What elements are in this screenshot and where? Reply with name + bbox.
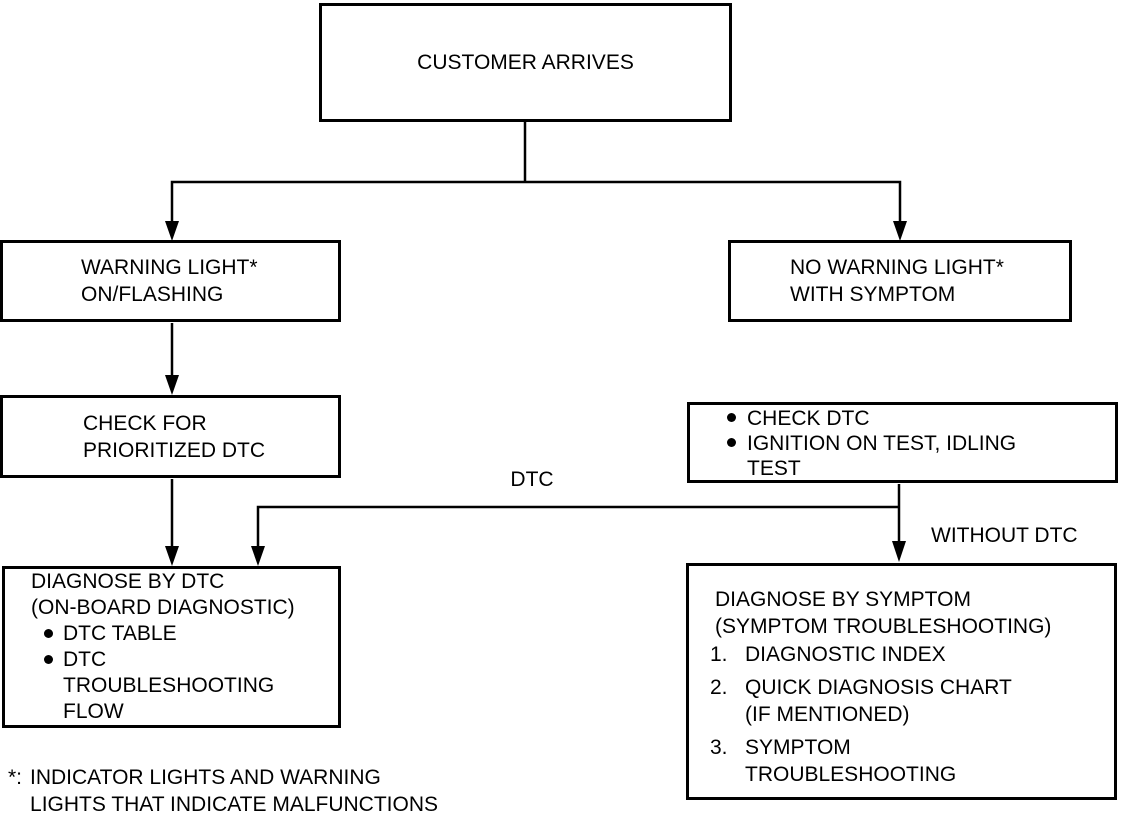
arrowhead-to-diagnose-dtc-left	[165, 546, 179, 566]
list-item: DTC TABLE	[44, 621, 334, 647]
list-item-number: 3.	[710, 736, 728, 759]
list-item: IGNITION ON TEST, IDLING TEST	[727, 431, 1109, 481]
arrowhead-to-diagnose-symptom	[892, 541, 906, 562]
node-warning-light-label: WARNING LIGHT* ON/FLASHING	[81, 256, 258, 306]
list-item-text: QUICK DIAGNOSIS CHART (IF MENTIONED)	[745, 676, 1012, 726]
list-item-text: DTC TABLE	[63, 622, 177, 645]
arrowhead-to-check-prioritized	[165, 375, 179, 395]
edge-label-without-dtc: WITHOUT DTC	[931, 524, 1078, 547]
edge-branch-split	[170, 180, 902, 224]
list-item: 1. DIAGNOSTIC INDEX	[710, 641, 1106, 668]
node-diagnose-by-symptom-title: DIAGNOSE BY SYMPTOM (SYMPTOM TROUBLESHOO…	[715, 588, 1052, 638]
edge-label-dtc: DTC	[510, 468, 554, 491]
node-check-dtc-tests: CHECK DTC IGNITION ON TEST, IDLING TEST	[687, 402, 1118, 483]
list-item-text: CHECK DTC	[747, 407, 870, 430]
list-item: 2. QUICK DIAGNOSIS CHART (IF MENTIONED)	[710, 674, 1106, 728]
list-item: CHECK DTC	[727, 406, 1109, 431]
list-item: 3. SYMPTOM TROUBLESHOOTING	[710, 734, 1106, 788]
node-diagnose-by-symptom: DIAGNOSE BY SYMPTOM (SYMPTOM TROUBLESHOO…	[686, 563, 1117, 800]
arrowhead-to-no-warning-light	[893, 221, 907, 241]
node-check-prioritized-label: CHECK FOR PRIORITIZED DTC	[83, 411, 265, 462]
node-customer-arrives-label: CUSTOMER ARRIVES	[417, 51, 634, 74]
arrowhead-to-warning-light	[165, 221, 179, 241]
footnote: *: INDICATOR LIGHTS AND WARNING LIGHTS T…	[8, 764, 438, 818]
node-diagnose-by-dtc: DIAGNOSE BY DTC (ON-BOARD DIAGNOSTIC) DT…	[2, 566, 341, 728]
list-item-text: DIAGNOSTIC INDEX	[745, 643, 946, 666]
list-item-number: 1.	[710, 643, 728, 666]
node-customer-arrives: CUSTOMER ARRIVES	[319, 3, 732, 122]
bullet-icon	[44, 629, 53, 638]
list-item-number: 2.	[710, 676, 728, 699]
list-item-text: IGNITION ON TEST, IDLING TEST	[747, 432, 1017, 480]
arrowhead-to-diagnose-dtc-right	[251, 546, 265, 566]
node-no-warning-light-label: NO WARNING LIGHT* WITH SYMPTOM	[790, 256, 1004, 306]
bullet-icon	[727, 438, 736, 447]
list-item-text: DTC TROUBLESHOOTING FLOW	[63, 648, 275, 723]
footnote-marker: *:	[8, 766, 23, 789]
list-item: DTC TROUBLESHOOTING FLOW	[44, 647, 334, 725]
footnote-text: INDICATOR LIGHTS AND WARNING LIGHTS THAT…	[30, 766, 438, 816]
edge-dtc-branch	[256, 505, 899, 548]
node-diagnose-by-dtc-title: DIAGNOSE BY DTC (ON-BOARD DIAGNOSTIC)	[31, 570, 295, 619]
node-no-warning-light-with-symptom: NO WARNING LIGHT* WITH SYMPTOM	[728, 240, 1072, 322]
node-warning-light-on-flashing: WARNING LIGHT* ON/FLASHING	[0, 240, 341, 322]
list-item-text: SYMPTOM TROUBLESHOOTING	[745, 736, 957, 786]
bullet-icon	[727, 413, 736, 422]
bullet-icon	[44, 655, 53, 664]
node-check-for-prioritized-dtc: CHECK FOR PRIORITIZED DTC	[0, 395, 341, 478]
